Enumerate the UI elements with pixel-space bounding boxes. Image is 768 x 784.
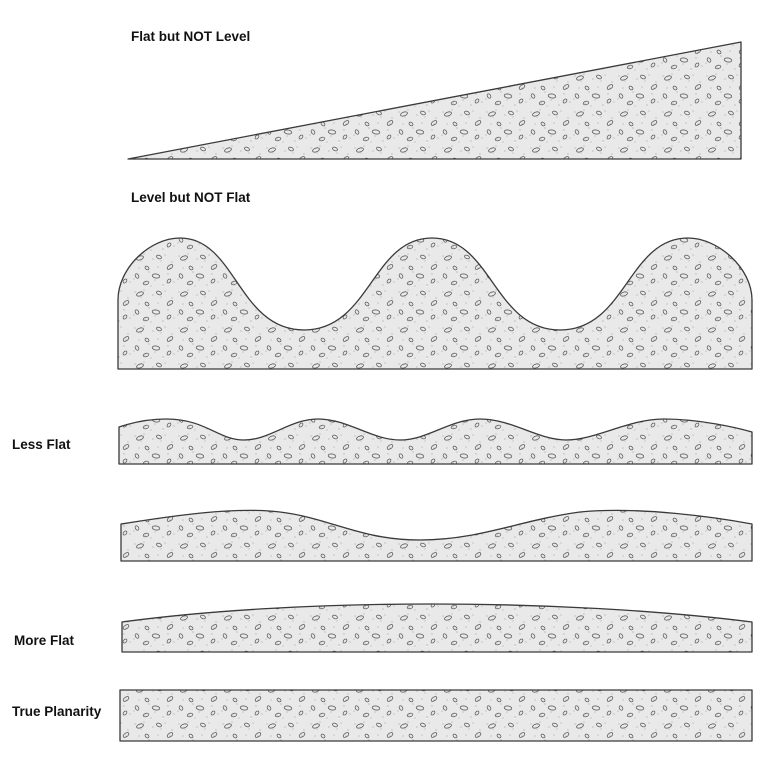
slab-sloped-wedge <box>127 41 742 160</box>
label-level-not-flat: Level but NOT Flat <box>131 190 251 205</box>
label-flat-not-level: Flat but NOT Level <box>131 29 251 44</box>
slab-deep-waves <box>117 237 753 370</box>
label-true-planarity: True Planarity <box>12 704 102 719</box>
slab-slight-crown <box>121 603 753 653</box>
label-more-flat: More Flat <box>14 633 75 648</box>
slab-true-planarity <box>119 689 753 742</box>
label-less-flat: Less Flat <box>12 437 71 452</box>
slab-gentle-waves <box>120 509 753 562</box>
slab-medium-waves <box>118 418 753 465</box>
